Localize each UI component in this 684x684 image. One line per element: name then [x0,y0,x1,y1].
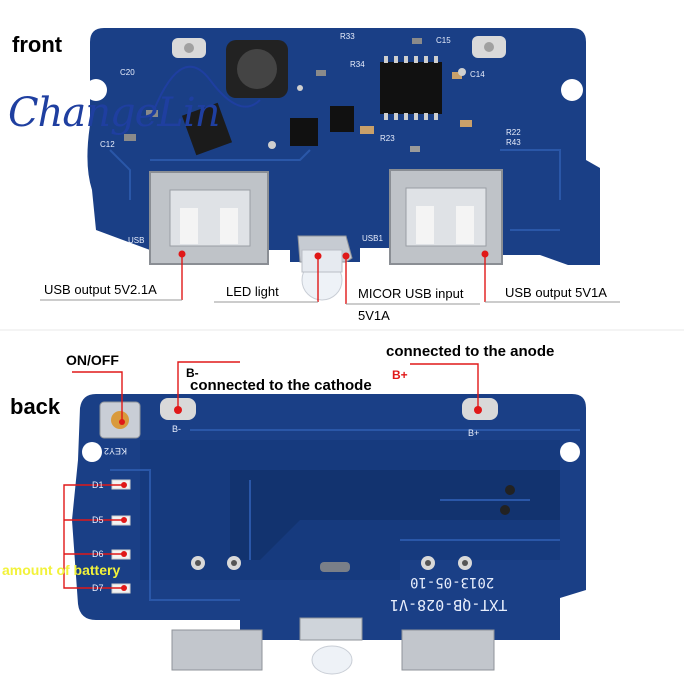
silk-front-0: R33 [340,32,355,41]
silk-b-plus: B+ [468,428,480,438]
silk-key: KEY2 [104,446,128,456]
label-led-light: LED light [226,284,279,299]
silk-front-4: C14 [470,70,485,79]
label-micro-usb: MICOR USB input [358,286,464,301]
label-b-minus: B- [186,366,199,380]
front-mount-hole-left [85,79,107,101]
label-usb-output-1a: USB output 5V1A [505,285,607,300]
silk-front-8: C12 [100,140,115,149]
label-battery-level: amount of battery [2,562,121,578]
front-heading: front [12,32,63,57]
back-usb-edge [171,629,263,671]
watermark-logo: ChangeLin [8,90,220,136]
silk-model: TXT-QB-028-V1 [390,596,508,614]
silk-front-5: R23 [380,134,395,143]
silk-d6: D6 [92,549,104,559]
silk-front-1: C15 [436,36,451,45]
back-heading: back [10,394,61,419]
silk-front-9: USB [128,236,145,245]
back-mount-hole-left [82,442,102,462]
front-board [85,28,600,301]
silk-front-7: R43 [506,138,521,147]
ic-chip [380,62,442,114]
silk-front-2: R34 [350,60,365,69]
label-b-plus: B+ [392,368,408,382]
silk-d1: D1 [92,480,104,490]
diode [181,102,233,156]
back-mount-hole-right [560,442,580,462]
back-board [72,394,586,675]
label-anode: connected to the anode [386,343,555,360]
silk-date: 2013-05-10 [410,574,495,590]
label-micro-usb-rating: 5V1A [358,308,390,323]
label-usb-output-2a: USB output 5V2.1A [44,282,157,297]
silk-d7: D7 [92,583,104,593]
front-mount-hole-right [561,79,583,101]
label-on-off: ON/OFF [66,352,119,368]
silk-front-3: C20 [120,68,135,77]
silk-d5: D5 [92,515,104,525]
label-cathode: connected to the cathode [190,377,372,394]
silk-front-6: R22 [506,128,521,137]
silk-front-10: USB1 [362,234,383,243]
silk-b-minus: B- [172,424,181,434]
